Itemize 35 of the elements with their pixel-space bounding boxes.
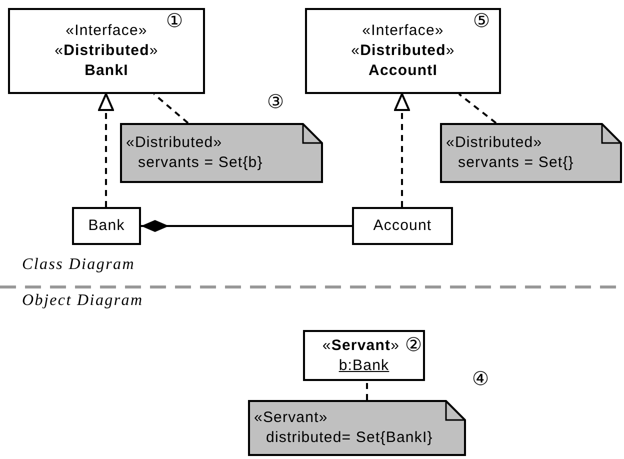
class-label: AccountI [368,61,438,81]
diagram-section-label: Class Diagram [22,256,135,274]
diagram-section-label: Object Diagram [22,292,144,310]
note-text: servants = Set{b} [137,153,263,173]
object-label: b:Bank [338,356,390,376]
note-link-line [153,93,189,124]
note-text: servants = Set{} [457,153,574,173]
callout-number: ② [405,336,422,356]
note-text: «Distributed» [126,133,222,153]
realization-arrow [98,93,114,207]
class-name: Account [373,216,432,236]
class-label: BankI [84,61,128,81]
realization-arrow [394,93,410,207]
interface-class-box [8,8,205,94]
composition-line [141,220,352,232]
callout-number: ④ [472,370,489,390]
note-link-line [366,381,368,400]
note [440,123,622,183]
note-text: «Servant» [254,408,328,428]
note-text: distributed= Set{BankI} [265,428,433,448]
class-name: Bank [88,216,125,236]
class-box [352,207,453,245]
class-box [72,207,141,245]
note-text: «Distributed» [446,133,542,153]
callout-number: ③ [267,93,284,113]
object-label: «Servant» [322,336,400,356]
note-link-line [458,93,497,124]
class-label: «Distributed» [351,41,455,61]
interface-class-box [305,8,501,94]
callout-number: ① [166,12,183,32]
class-label: «Interface» [362,21,444,41]
callout-number: ⑤ [473,12,490,32]
class-label: «Distributed» [54,41,158,61]
class-label: «Interface» [66,21,148,41]
object-box [303,330,425,381]
